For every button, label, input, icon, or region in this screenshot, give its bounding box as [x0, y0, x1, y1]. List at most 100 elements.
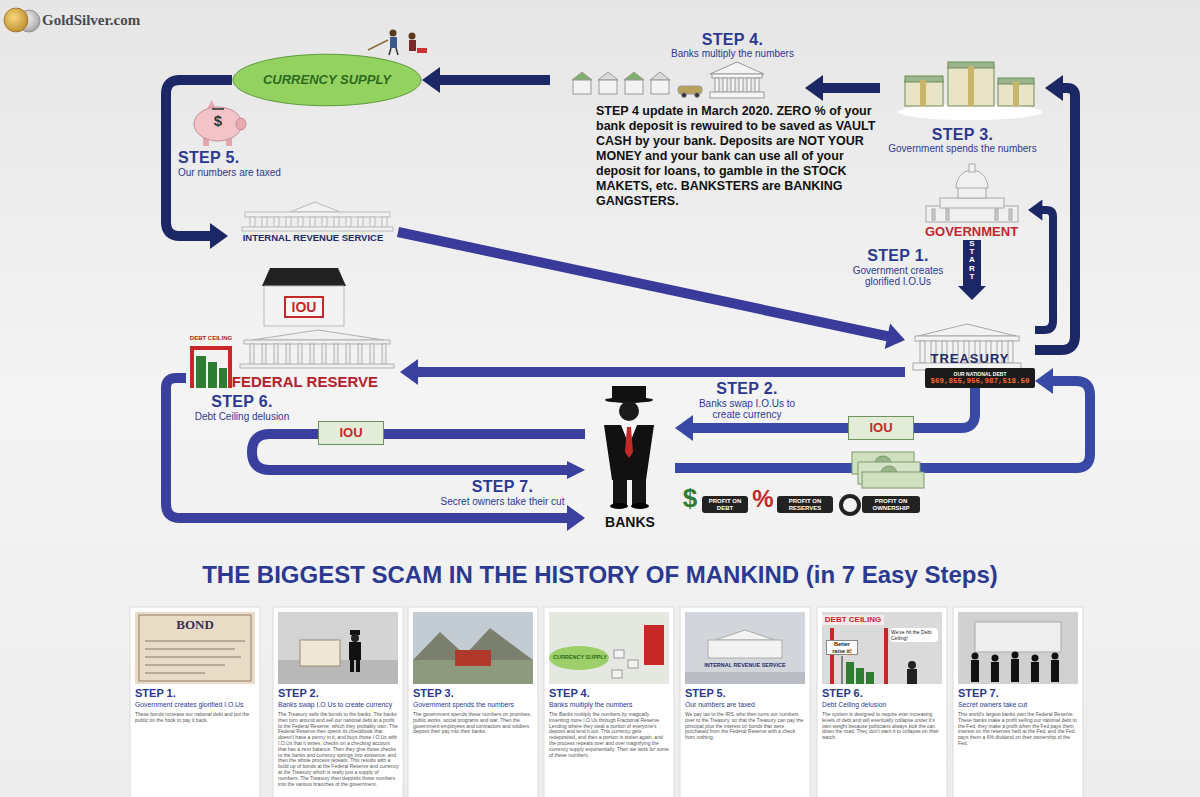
piggy-bank — [236, 118, 246, 130]
banker-figure — [625, 427, 633, 458]
capitol — [946, 209, 949, 220]
step-card: STEP 4.Banks multiply the numbersThe Ban… — [544, 607, 674, 797]
step-heading: STEP 5. — [178, 150, 239, 166]
node-label: CURRENCY SUPPLY — [263, 73, 391, 87]
workers — [409, 33, 416, 40]
thumb-multiply — [549, 646, 609, 670]
iou-bill: IOU — [318, 421, 384, 445]
irs-stage: INTERNAL REVENUE SERVICE — [228, 198, 398, 245]
profit-symbol: % — [751, 486, 775, 512]
workers — [417, 48, 427, 53]
thumb-taxed — [715, 630, 775, 640]
arrow-head — [567, 505, 585, 531]
thumb-owners — [1011, 659, 1019, 682]
logo-coins — [4, 8, 40, 32]
arrow-head — [1045, 75, 1063, 101]
thumb-text: BOND — [135, 618, 255, 632]
step-card: STEP 5.Our numbers are taxedWe pay tax t… — [680, 607, 810, 797]
bank-multiplier: STEP 4.Banks multiply the numbers — [550, 30, 805, 100]
iou-loop — [252, 434, 585, 479]
money-stacks — [898, 62, 1042, 120]
irs-building — [358, 217, 363, 227]
thumb-swap — [278, 612, 398, 684]
thumb-swap — [350, 660, 354, 672]
irs-building — [274, 217, 279, 227]
arrow-head — [400, 359, 418, 385]
thumb-owners — [1012, 652, 1019, 659]
money-stacks — [968, 66, 974, 106]
piggy-bank — [212, 108, 224, 110]
money-stacks — [1013, 82, 1019, 106]
piggy-bank — [194, 107, 242, 141]
arrow-head — [958, 286, 986, 300]
thumb-multiply — [614, 650, 624, 658]
federal-reserve-building — [334, 344, 338, 364]
thumb-owners — [971, 660, 979, 682]
step-heading: STEP 3. — [932, 127, 993, 143]
federal-reserve-building — [346, 344, 350, 364]
step-card: STEP 3.Government spends the numbersThe … — [408, 607, 538, 797]
bank-building — [710, 62, 764, 98]
thumb-text: INTERNAL REVENUE SERVICE — [690, 662, 800, 669]
profit-badge: PROFIT ON OWNERSHIP — [862, 496, 920, 513]
federal-reserve-building — [244, 340, 390, 344]
workers — [368, 30, 427, 56]
brand-name: GoldSilver.com — [42, 12, 140, 29]
thumb-bond — [145, 672, 205, 674]
money-stacks — [905, 80, 943, 106]
step-cards — [408, 607, 538, 797]
federal-reserve-building — [240, 330, 394, 368]
step-cards — [273, 607, 403, 797]
step-cards — [130, 607, 260, 797]
thumb-multiply — [628, 660, 638, 668]
debt-ceiling — [196, 356, 206, 388]
thumb-ceiling — [908, 661, 916, 669]
step-caption: Government creates glorified I.O.Us — [838, 265, 958, 287]
federal-reserve-stage: FEDERAL RESERVE — [186, 262, 400, 392]
card-body: The system is designed to require ever i… — [822, 712, 943, 741]
federal-reserve-building — [310, 344, 314, 364]
flow-arrow — [1035, 210, 1053, 330]
thumb-multiply — [612, 670, 622, 678]
federal-reserve-building — [252, 330, 384, 340]
flow-arrow — [1028, 200, 1053, 330]
thumb-multiply — [549, 612, 669, 684]
bank-building — [715, 78, 719, 92]
flow-arrow — [436, 75, 550, 85]
banker-figure — [631, 503, 649, 509]
treasury-building — [915, 336, 1019, 341]
irs-building — [346, 217, 351, 227]
step-caption: Our numbers are taxed — [178, 167, 281, 178]
workers — [390, 30, 397, 37]
debt-ceiling — [219, 368, 227, 388]
arrow-head — [1028, 200, 1042, 221]
bank-building — [710, 62, 764, 74]
treasury-stage: TREASURYOUR NATIONAL DEBT$69,855,956,987… — [905, 300, 1035, 388]
display-caption: OUR NATIONAL DEBT — [954, 371, 1007, 377]
thumb-text: CURRENCY SUPPLY — [551, 654, 609, 661]
card-body: This world's largest banks own the Feder… — [958, 712, 1079, 747]
small-banks — [598, 72, 618, 80]
bank-building — [755, 78, 759, 92]
thumb-owners — [972, 653, 979, 660]
bank-building — [723, 78, 727, 92]
debt-ceiling — [208, 362, 217, 388]
arrow-head — [805, 75, 823, 101]
piggy-bank — [194, 100, 246, 146]
workers — [396, 48, 398, 55]
small-banks — [682, 93, 687, 98]
irs-building — [334, 217, 339, 227]
thumb-text: We've hit the Debt Ceiling! — [890, 628, 938, 642]
currency-supply: CURRENCY SUPPLY — [232, 52, 422, 108]
banker-figure — [612, 386, 646, 400]
small-banks — [650, 72, 670, 80]
thumb-multiply — [549, 612, 669, 684]
step-card: STEP 7.Secret owners take cutThis world'… — [953, 607, 1083, 797]
arrow-head — [1035, 368, 1053, 394]
step-card: STEP 2.Banks swap I.O.Us to create curre… — [273, 607, 403, 797]
federal-reserve-building — [358, 344, 362, 364]
banker-figure — [604, 425, 654, 480]
irs-building — [322, 217, 327, 227]
step-caption: Banks multiply the numbers — [671, 48, 794, 59]
